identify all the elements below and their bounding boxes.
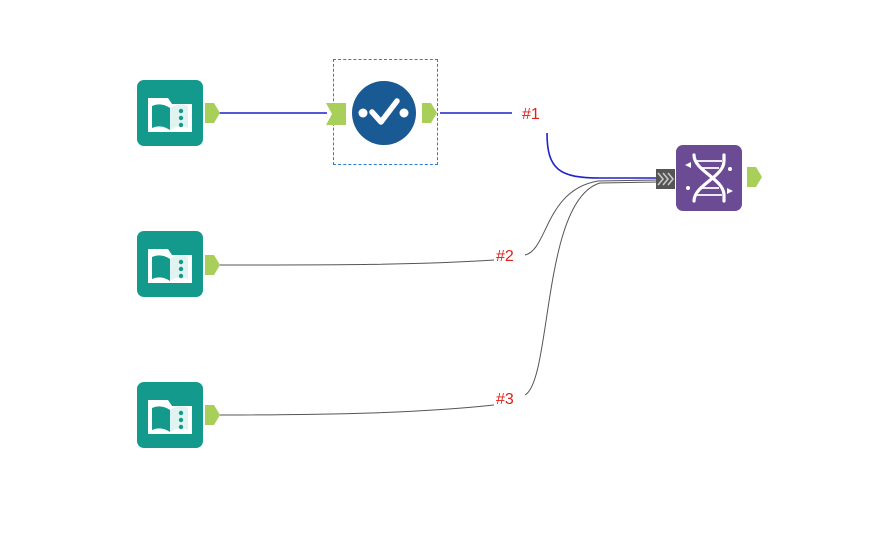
- check-icon: [352, 81, 416, 145]
- input-data-tool-2[interactable]: [137, 231, 203, 297]
- input-data-tool-3[interactable]: [137, 382, 203, 448]
- output-anchor-input-2[interactable]: [205, 255, 220, 280]
- anchor-arrow-icon: [205, 255, 220, 275]
- dna-icon: [676, 145, 742, 211]
- book-icon: [137, 231, 203, 297]
- anchor-arrow-icon: [747, 167, 762, 187]
- multi-input-chevrons-icon: [656, 169, 675, 189]
- input-data-tool-1[interactable]: [137, 80, 203, 146]
- output-anchor-select[interactable]: [422, 103, 437, 128]
- connection-label-3[interactable]: #3: [495, 391, 515, 408]
- output-anchor-union[interactable]: [747, 167, 762, 192]
- output-anchor-input-1[interactable]: [205, 103, 220, 128]
- wire-select-union[interactable]: [440, 112, 660, 179]
- select-tool[interactable]: [351, 80, 417, 146]
- wire-input2-union[interactable]: [218, 179, 661, 266]
- connection-label-1[interactable]: #1: [521, 106, 541, 123]
- anchor-arrow-icon: [422, 103, 437, 123]
- wire-input3-union[interactable]: [218, 181, 661, 416]
- output-anchor-input-3[interactable]: [205, 405, 220, 430]
- book-icon: [137, 80, 203, 146]
- anchor-input-icon: [326, 103, 346, 125]
- union-tool[interactable]: [676, 145, 742, 211]
- connection-label-2[interactable]: #2: [495, 248, 515, 265]
- book-icon: [137, 382, 203, 448]
- input-anchor-union[interactable]: [656, 169, 675, 194]
- anchor-arrow-icon: [205, 103, 220, 123]
- input-anchor-select[interactable]: [326, 103, 346, 130]
- anchor-arrow-icon: [205, 405, 220, 425]
